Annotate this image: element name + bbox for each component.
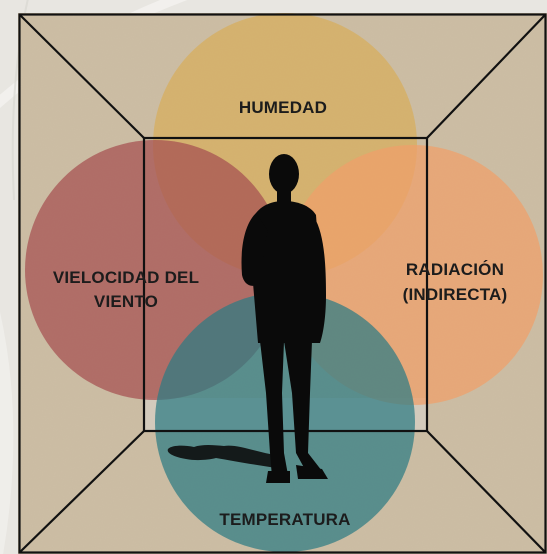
person-shadow <box>167 445 281 468</box>
label-temperatura: TEMPERATURA <box>219 510 350 529</box>
diagram-panel: HUMEDAD VIELOCIDAD DEL VIENTO RADIACIÓN … <box>18 13 547 554</box>
label-radiacion-line2: (INDIRECTA) <box>403 285 508 304</box>
label-viento-line1: VIELOCIDAD DEL <box>53 268 199 287</box>
person-silhouette <box>241 154 328 483</box>
temperatura-circle <box>155 292 415 552</box>
room-frame <box>18 13 547 554</box>
label-radiacion-line1: RADIACIÓN <box>406 260 504 279</box>
label-viento-line2: VIENTO <box>94 292 158 311</box>
label-humedad: HUMEDAD <box>239 98 327 117</box>
venn-room-diagram: HUMEDAD VIELOCIDAD DEL VIENTO RADIACIÓN … <box>18 13 547 554</box>
